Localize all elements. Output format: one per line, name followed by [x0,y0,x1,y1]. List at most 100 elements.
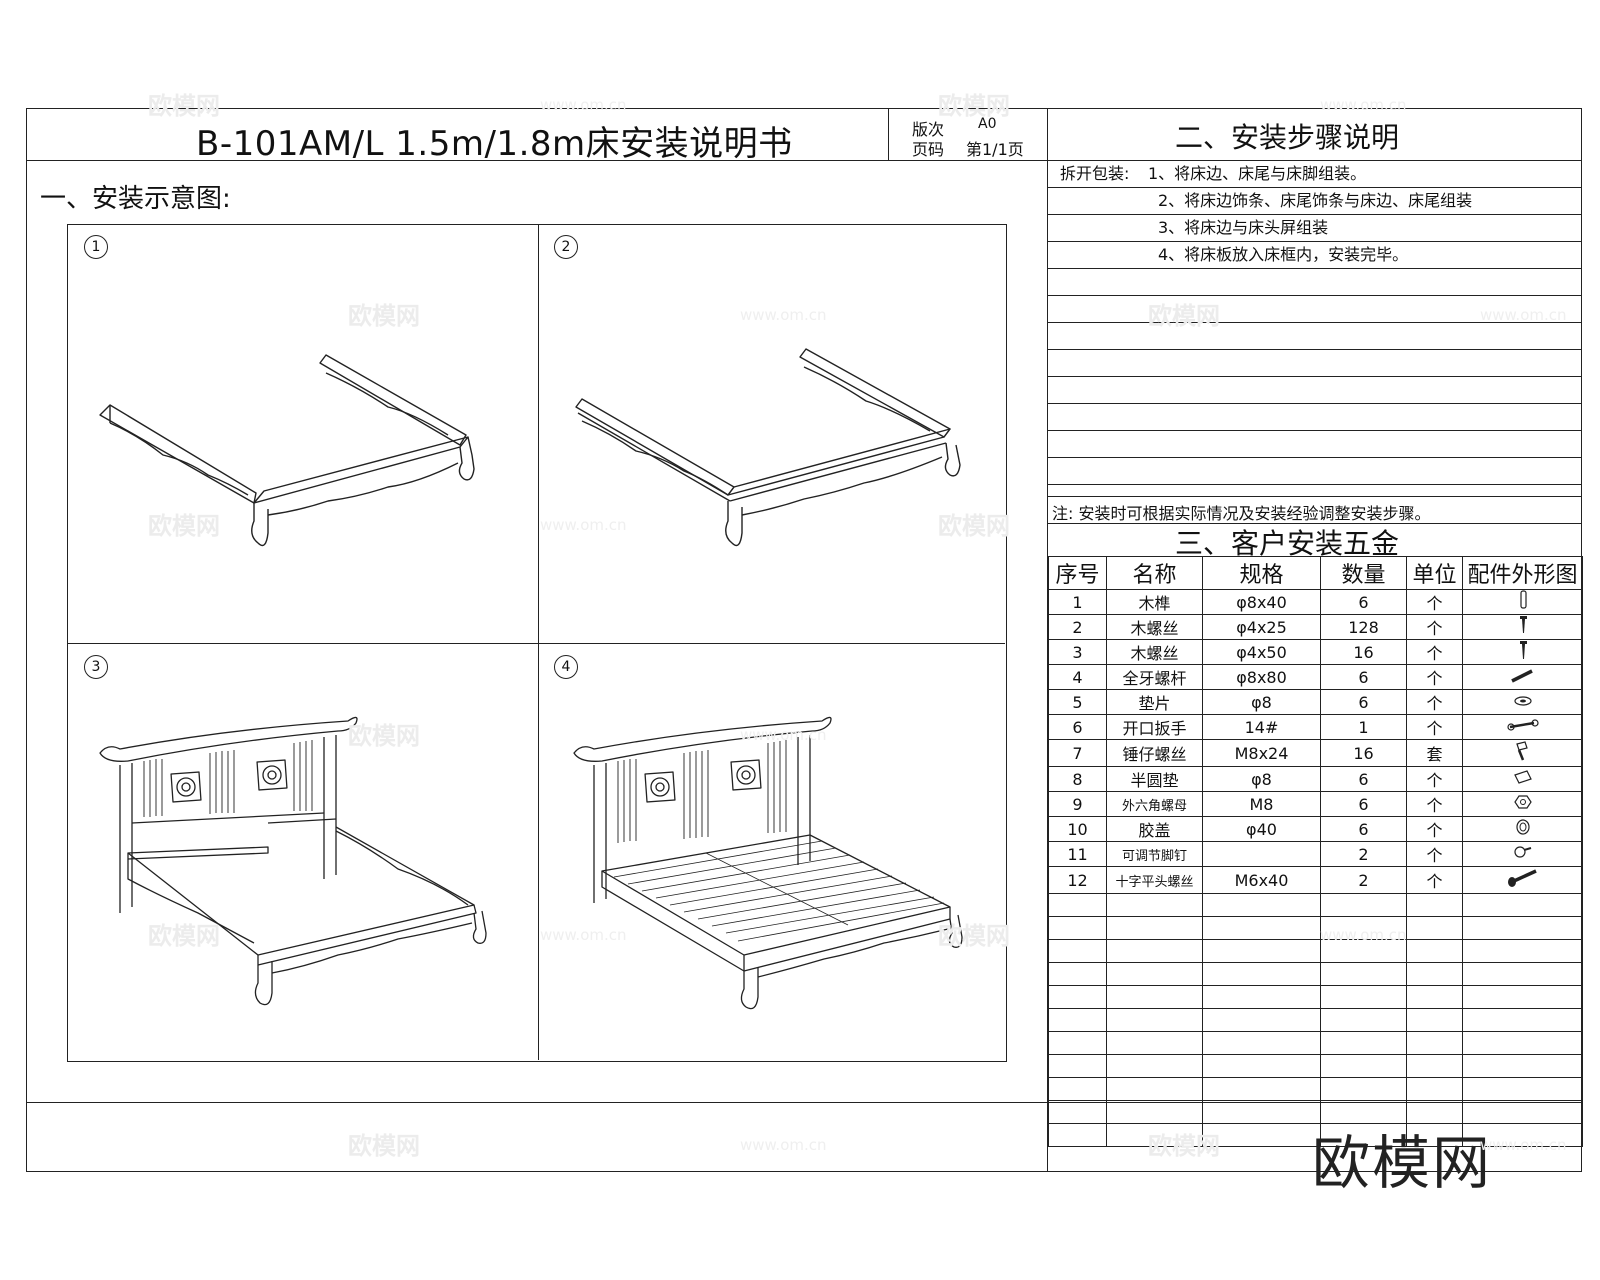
col-header-unit: 单位 [1406,556,1463,590]
step-text-1: 1、将床边、床尾与床脚组装。 [1148,164,1367,183]
hardware-empty-cell [1048,939,1107,963]
hardware-empty-cell [1462,1123,1583,1147]
hardware-spec: φ8 [1202,766,1321,792]
hardware-empty-cell [1320,1054,1407,1078]
step-text-2: 2、将床边饰条、床尾饰条与床边、床尾组装 [1158,191,1473,210]
hardware-shape [1462,841,1583,867]
hardware-no: 1 [1048,589,1107,615]
hardware-no: 11 [1048,841,1107,867]
hardware-no: 10 [1048,816,1107,842]
hardware-shape [1462,816,1583,842]
hardware-empty-cell [1202,1008,1321,1032]
hardware-empty-cell [1202,1123,1321,1147]
step-row-3: 3、将床边与床头屏组装 [1048,215,1582,242]
hardware-qty: 1 [1320,714,1407,740]
note-rule [1048,523,1582,524]
watermark-site: www.om.cn [740,726,827,744]
watermark: 欧模网 [148,512,220,540]
step-row-blank [1048,350,1582,377]
step-text-4: 4、将床板放入床框内，安装完毕。 [1158,245,1409,264]
hardware-empty-cell [1048,1077,1107,1101]
step-text-3: 3、将床边与床头屏组装 [1158,218,1329,237]
step-number-4: 4 [554,655,578,679]
step-row-blank [1048,458,1582,485]
dowel-icon [1513,590,1533,614]
hardware-no: 6 [1048,714,1107,740]
hardware-name: 开口扳手 [1106,714,1203,740]
watermark-site: www.om.cn [540,516,627,534]
hardware-empty-cell [1406,916,1463,940]
hardware-qty: 16 [1320,739,1407,767]
step-row-1: 拆开包装: 1、将床边、床尾与床脚组装。 [1048,161,1582,188]
hardware-empty-cell [1106,962,1203,986]
hardware-empty-cell [1106,1054,1203,1078]
version-value: A0 [978,116,997,132]
page-label: 页码 [912,140,945,159]
hardware-spec [1202,841,1321,867]
hardware-empty-cell [1048,1054,1107,1078]
watermark: 欧模网 [348,722,420,750]
watermark: 欧模网 [1148,302,1220,330]
diagram-grid: 1 2 3 4 [67,224,1007,1062]
washer-icon [1511,691,1535,714]
hardware-empty-cell [1462,893,1583,917]
hardware-no: 9 [1048,791,1107,817]
hardware-name: 全牙螺杆 [1106,664,1203,690]
hardware-spec: 14# [1202,714,1321,740]
footer-rule [26,1102,1582,1103]
hardware-empty-cell [1048,893,1107,917]
hardware-no: 4 [1048,664,1107,690]
hardware-name: 木螺丝 [1106,639,1203,665]
hardware-no: 5 [1048,689,1107,715]
hardware-empty-cell [1106,985,1203,1009]
hardware-empty-cell [1406,1123,1463,1147]
hardware-shape [1462,739,1583,767]
hardware-empty-row [1048,1054,1583,1078]
section1-title: 一、安装示意图: [40,184,231,214]
hardware-spec: M8 [1202,791,1321,817]
hardware-empty-row [1048,893,1583,917]
hardware-shape [1462,689,1583,715]
hardware-unit: 个 [1406,714,1463,740]
hardware-shape [1462,791,1583,817]
hardware-empty-cell [1462,985,1583,1009]
hardware-empty-cell [1202,916,1321,940]
watermark: 欧模网 [1148,1132,1220,1160]
step-number-2: 2 [554,235,578,259]
hardware-no: 3 [1048,639,1107,665]
hardware-empty-cell [1320,1123,1407,1147]
hardware-unit: 个 [1406,614,1463,640]
watermark: 欧模网 [148,92,220,120]
hardware-unit: 个 [1406,766,1463,792]
hardware-empty-cell [1202,1100,1321,1124]
hardware-empty-cell [1106,893,1203,917]
hardware-empty-cell [1462,1054,1583,1078]
watermark: 欧模网 [938,512,1010,540]
hardware-name: 木螺丝 [1106,614,1203,640]
hardware-shape [1462,589,1583,615]
hardware-unit: 个 [1406,791,1463,817]
hardware-empty-cell [1406,1008,1463,1032]
hardware-empty-cell [1406,985,1463,1009]
plastic-cap-icon [1513,818,1533,841]
hardware-no: 7 [1048,739,1107,767]
hardware-empty-cell [1048,985,1107,1009]
hardware-qty: 2 [1320,841,1407,867]
hardware-unit: 个 [1406,816,1463,842]
hardware-shape [1462,664,1583,690]
brand-logo: 欧模网 [1312,1129,1493,1197]
hardware-empty-cell [1048,1100,1107,1124]
hardware-title: 三、客户安装五金 [1175,527,1400,560]
hardware-qty: 2 [1320,866,1407,894]
hardware-empty-row [1048,962,1583,986]
watermark: 欧模网 [348,1132,420,1160]
hardware-spec: φ8x40 [1202,589,1321,615]
watermark-site: www.om.cn [540,926,627,944]
hardware-shape [1462,614,1583,640]
